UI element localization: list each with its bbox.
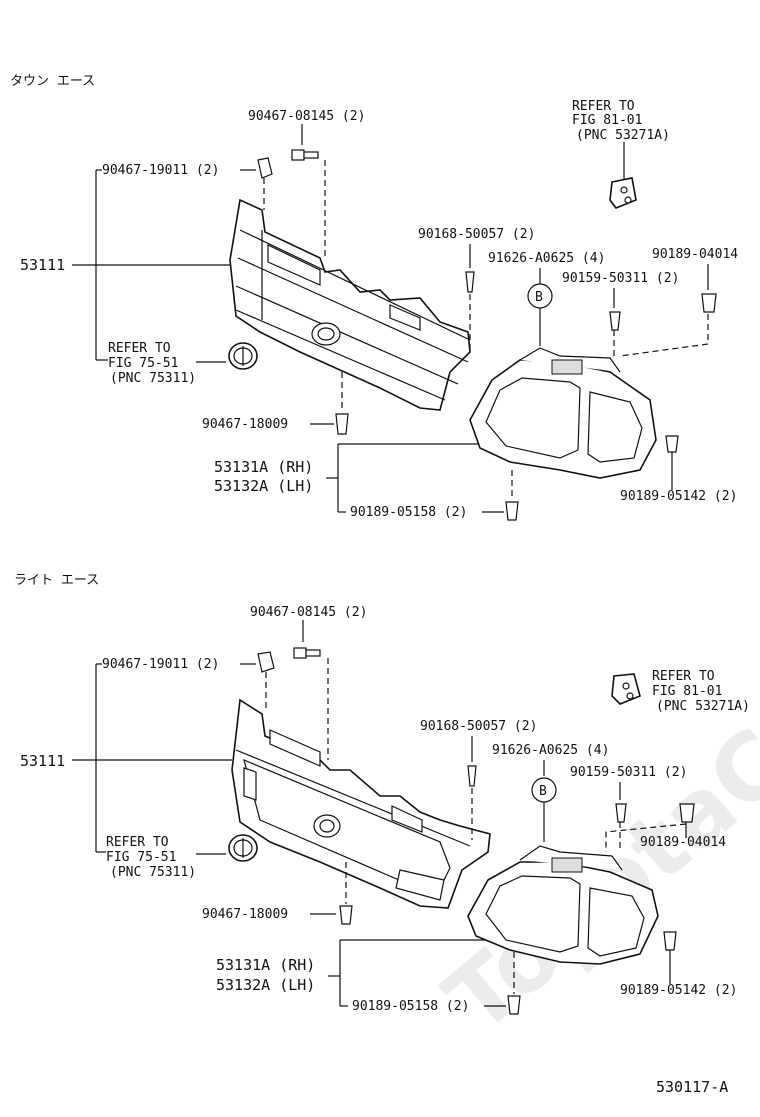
label-grille: 53111: [20, 752, 65, 770]
label-nut-d: 90189-04014: [640, 835, 726, 850]
section-header: タウン エース: [10, 74, 95, 89]
label-retainer-rh: 53131A (RH): [214, 458, 313, 476]
headlamp-retainer-part: [469, 347, 657, 479]
refer-emblem-line3: (PNC 75311): [110, 371, 196, 386]
nut-d-icon: [679, 803, 695, 823]
refer-bracket-line3: (PNC 53271A): [576, 128, 670, 143]
label-grille: 53111: [20, 256, 65, 274]
label-retainer-rh: 53131A (RH): [216, 956, 315, 974]
label-clip-bottom: 90467-18009: [202, 417, 288, 432]
circle-b-label: B: [539, 784, 547, 799]
grille-part: [229, 198, 471, 411]
label-screw-a: 90168-50057 (2): [420, 719, 537, 734]
label-retainer-lh: 53132A (LH): [214, 477, 313, 495]
clip-bottom-icon: [339, 905, 353, 925]
bracket-part-icon: [609, 177, 637, 209]
section-header: ライト エース: [14, 573, 99, 588]
refer-emblem-line3: (PNC 75311): [110, 865, 196, 880]
clip-icon: [257, 157, 273, 179]
bolt-icon: [291, 149, 319, 161]
screw-c-icon: [615, 803, 627, 823]
circle-b-label: B: [535, 290, 543, 305]
figure-id: 530117-A: [656, 1078, 728, 1096]
dashed-leader: [605, 823, 687, 852]
label-bolt-top: 90467-08145 (2): [248, 109, 365, 124]
label-clip-top: 90467-19011 (2): [102, 163, 219, 178]
label-nut-bottom: 90189-05158 (2): [350, 505, 467, 520]
section-lite-ace: ライト エース 90467-08145 (2) 90467-19011 (2) …: [14, 573, 750, 1015]
refer-emblem-line1: REFER TO: [108, 341, 171, 356]
nut-e-icon: [665, 435, 679, 453]
emblem-icon: [228, 834, 258, 862]
nut-e-icon: [663, 931, 677, 951]
label-nut-e: 90189-05142 (2): [620, 983, 737, 998]
screw-c-icon: [609, 311, 621, 331]
refer-bracket-line2: FIG 81-01: [572, 113, 642, 128]
label-nut-e: 90189-05142 (2): [620, 489, 737, 504]
refer-bracket-line2: FIG 81-01: [652, 684, 722, 699]
screw-a-icon: [465, 271, 475, 293]
label-screw-c: 90159-50311 (2): [562, 271, 679, 286]
screw-a-icon: [467, 765, 477, 787]
refer-emblem-line2: FIG 75-51: [106, 850, 176, 865]
label-bolt-b: 91626-A0625 (4): [488, 251, 605, 266]
label-clip-bottom: 90467-18009: [202, 907, 288, 922]
label-bolt-top: 90467-08145 (2): [250, 605, 367, 620]
dashed-leader: [619, 314, 709, 357]
bolt-icon: [293, 647, 321, 659]
headlamp-retainer-part: [467, 845, 659, 965]
label-nut-bottom: 90189-05158 (2): [352, 999, 469, 1014]
label-screw-a: 90168-50057 (2): [418, 227, 535, 242]
refer-emblem-line1: REFER TO: [106, 835, 169, 850]
nut-bottom-icon: [507, 995, 521, 1015]
nut-bottom-icon: [505, 501, 519, 521]
refer-bracket-line1: REFER TO: [652, 669, 715, 684]
label-screw-c: 90159-50311 (2): [570, 765, 687, 780]
refer-emblem-line2: FIG 75-51: [108, 356, 178, 371]
label-bolt-b: 91626-A0625 (4): [492, 743, 609, 758]
label-nut-d: 90189-04014: [652, 247, 738, 262]
grille-part: [231, 698, 491, 909]
clip-bottom-icon: [335, 413, 349, 435]
emblem-icon: [228, 342, 258, 370]
refer-bracket-line3: (PNC 53271A): [656, 699, 750, 714]
label-retainer-lh: 53132A (LH): [216, 976, 315, 994]
bracket-part-icon: [611, 673, 641, 705]
nut-d-icon: [701, 293, 717, 313]
label-clip-top: 90467-19011 (2): [102, 657, 219, 672]
section-town-ace: タウン エース REFER TO FIG 81-01 (PNC 53271A) …: [10, 74, 738, 521]
refer-bracket-line1: REFER TO: [572, 99, 635, 114]
clip-icon: [257, 651, 275, 673]
